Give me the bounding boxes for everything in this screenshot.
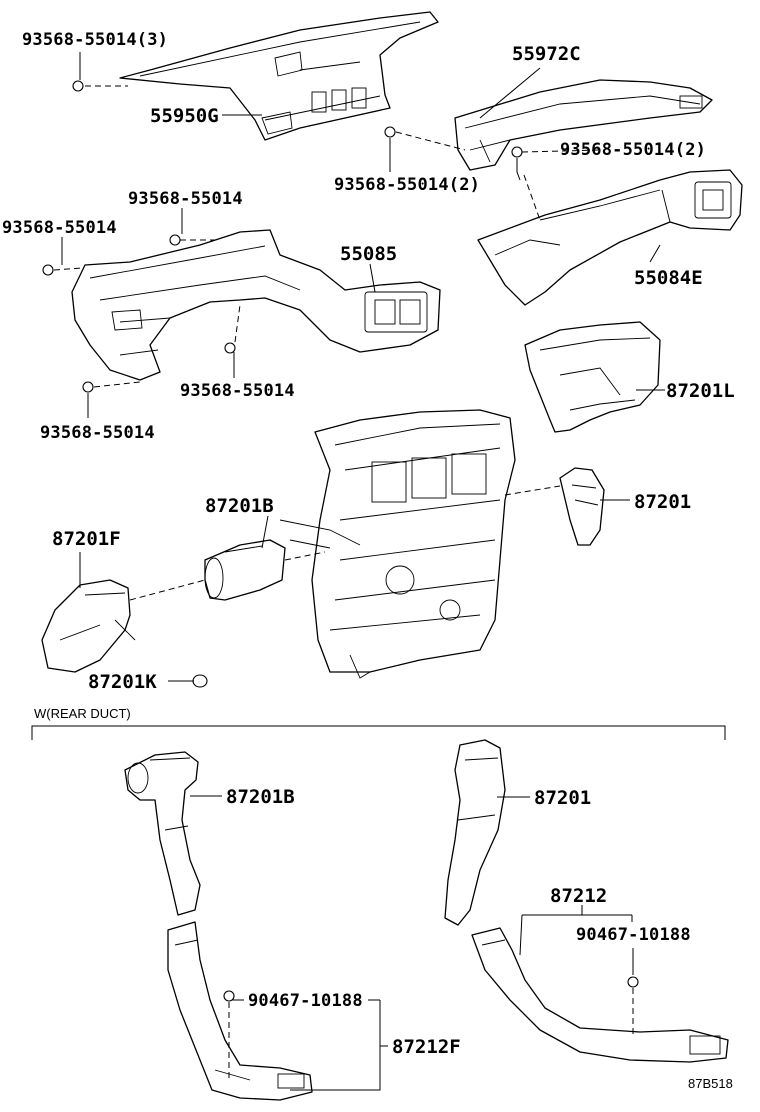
label-87212: 87212 [550, 885, 607, 907]
part-55950g[interactable] [119, 11, 439, 141]
label-87201k: 87201K [88, 671, 157, 693]
label-87201-front: 87201 [634, 491, 691, 513]
bolt-icon [627, 976, 639, 988]
label-87201b-rear: 87201B [226, 786, 295, 808]
bolt-icon [169, 234, 181, 246]
bolt-icon [42, 264, 54, 276]
part-87212f[interactable] [167, 921, 313, 1101]
bolt-icon [82, 381, 94, 393]
part-87201b-front[interactable] [204, 539, 286, 601]
label-55950g: 55950G [150, 105, 219, 127]
label-87212f: 87212F [392, 1036, 461, 1058]
part-87212[interactable] [471, 927, 729, 1063]
part-55972c[interactable] [454, 79, 713, 171]
bolt-icon [224, 342, 236, 354]
section-note-rear-duct: W(REAR DUCT) [34, 706, 131, 721]
label-90467-10188-right: 90467-10188 [576, 925, 691, 945]
part-87201l[interactable] [524, 321, 661, 433]
label-93568-55014-a: 93568-55014 [128, 189, 243, 209]
bolt-icon [384, 126, 396, 138]
rear-duct-bracket [31, 725, 726, 740]
leader-lines [53, 52, 665, 1091]
label-55084e: 55084E [634, 267, 703, 289]
part-hvac-unit [279, 409, 516, 679]
label-87201-rear: 87201 [534, 787, 591, 809]
part-55084e[interactable] [477, 169, 743, 306]
label-93568-55014-d: 93568-55014 [40, 423, 155, 443]
part-87201-front[interactable] [559, 467, 605, 546]
part-87201k[interactable] [192, 674, 208, 688]
label-55972c: 55972C [512, 43, 581, 65]
label-93568-55014-2-right: 93568-55014(2) [560, 140, 706, 160]
figure-code: 87B518 [688, 1076, 733, 1091]
bolt-icon [511, 146, 523, 158]
label-55085: 55085 [340, 243, 397, 265]
bolt-fasteners [42, 80, 639, 1002]
part-87201-rear[interactable] [444, 739, 506, 926]
label-87201l: 87201L [666, 380, 735, 402]
label-87201f: 87201F [52, 528, 121, 550]
part-87201b-rear[interactable] [124, 751, 201, 916]
part-87201f[interactable] [41, 579, 136, 673]
label-87201b-front: 87201B [205, 495, 274, 517]
label-93568-55014-3: 93568-55014(3) [22, 30, 168, 50]
bolt-icon [223, 990, 235, 1002]
part-55085[interactable] [71, 229, 441, 381]
label-93568-55014-2-left: 93568-55014(2) [334, 175, 480, 195]
label-93568-55014-b: 93568-55014 [2, 218, 117, 238]
label-93568-55014-c: 93568-55014 [180, 381, 295, 401]
bolt-icon [72, 80, 84, 92]
label-90467-10188-left: 90467-10188 [248, 991, 363, 1011]
